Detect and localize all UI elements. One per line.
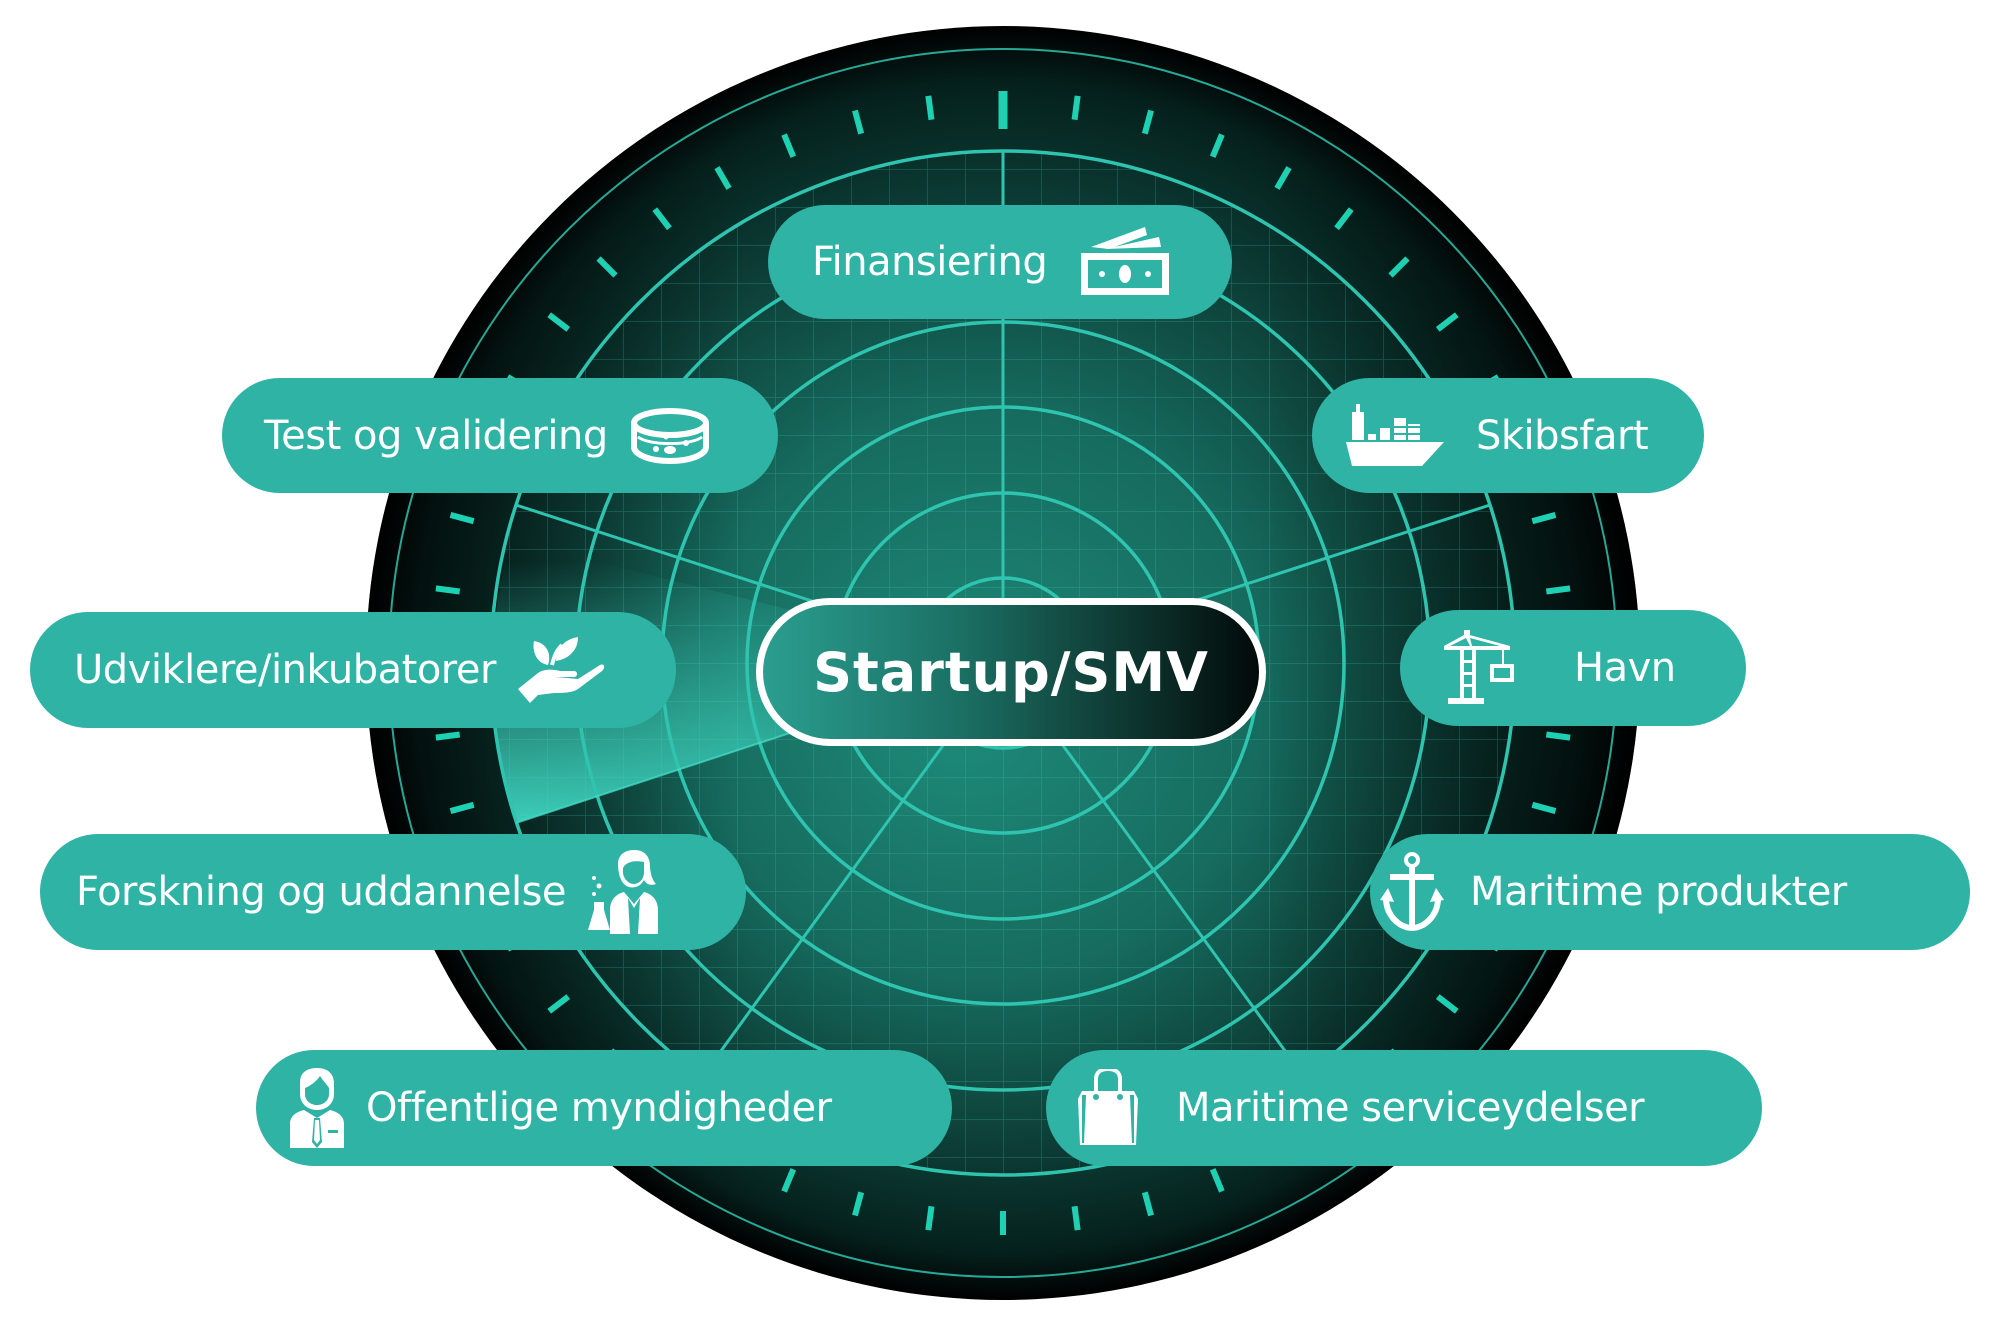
node-label: Finansiering: [812, 239, 1048, 285]
node-maritime-serviceydelser[interactable]: Maritime serviceydelser: [1046, 1050, 1762, 1166]
container-ship-icon: [1346, 403, 1446, 468]
tick-mark: [781, 133, 797, 158]
tick-mark: [1209, 1168, 1225, 1193]
harbor-crane-icon: [1444, 630, 1514, 706]
tick-mark: [925, 1205, 935, 1231]
node-forskning-og-uddannelse[interactable]: Forskning og uddannelse: [40, 834, 746, 950]
tick-mark: [1545, 585, 1571, 595]
tick-mark: [596, 256, 618, 278]
node-label: Maritime serviceydelser: [1176, 1085, 1645, 1131]
node-test-og-validering[interactable]: Test og validering: [222, 378, 778, 493]
tick-mark: [435, 585, 461, 595]
tick-mark: [1071, 95, 1081, 121]
node-label: Udviklere/inkubatorer: [74, 647, 496, 693]
petri-dish-icon: [630, 407, 710, 465]
tick-mark: [1071, 1205, 1081, 1231]
node-label: Offentlige myndigheder: [366, 1085, 832, 1131]
official-person-icon: [290, 1068, 344, 1148]
tick-mark: [714, 166, 732, 190]
node-label: Maritime produkter: [1470, 869, 1847, 915]
tick-mark: [449, 801, 475, 814]
node-udviklere-inkubatorer[interactable]: Udviklere/inkubatorer: [30, 612, 676, 728]
node-label: Havn: [1574, 645, 1676, 691]
tick-mark: [1545, 731, 1571, 741]
tick-mark: [1388, 256, 1410, 278]
tick-mark: [652, 207, 672, 231]
node-skibsfart[interactable]: Skibsfart: [1312, 378, 1704, 493]
scientist-icon: [588, 850, 659, 934]
tick-mark: [1141, 109, 1154, 135]
tick-mark: [547, 994, 571, 1014]
tick-mark: [925, 95, 935, 121]
anchor-icon: [1380, 852, 1444, 932]
tick-mark: [435, 731, 461, 741]
plant-in-hand-icon: [516, 635, 606, 705]
node-maritime-produkter[interactable]: Maritime produkter: [1370, 834, 1970, 950]
tick-mark: [1274, 166, 1292, 190]
tick-mark: [449, 512, 475, 525]
shopping-bag-icon: [1078, 1069, 1138, 1147]
tick-mark: [852, 109, 865, 135]
tick-mark: [1531, 512, 1557, 525]
center-node-startup-smv[interactable]: Startup/SMV: [756, 598, 1266, 746]
tick-mark: [547, 312, 571, 332]
node-offentlige-myndigheder[interactable]: Offentlige myndigheder: [256, 1050, 952, 1166]
tick-mark: [1435, 994, 1459, 1014]
tick-mark: [1531, 801, 1557, 814]
node-label: Forskning og uddannelse: [76, 869, 567, 915]
tick-mark: [1435, 312, 1459, 332]
money-icon: [1079, 227, 1171, 297]
tick-mark: [1334, 207, 1354, 231]
center-label: Startup/SMV: [813, 640, 1209, 704]
node-havn[interactable]: Havn: [1400, 610, 1746, 726]
tick-mark: [852, 1191, 865, 1217]
tick-mark: [1209, 133, 1225, 158]
tick-mark: [781, 1168, 797, 1193]
tick-mark: [1141, 1191, 1154, 1217]
node-label: Skibsfart: [1476, 412, 1649, 459]
node-finansiering[interactable]: Finansiering: [768, 205, 1232, 319]
node-label: Test og validering: [264, 412, 608, 459]
